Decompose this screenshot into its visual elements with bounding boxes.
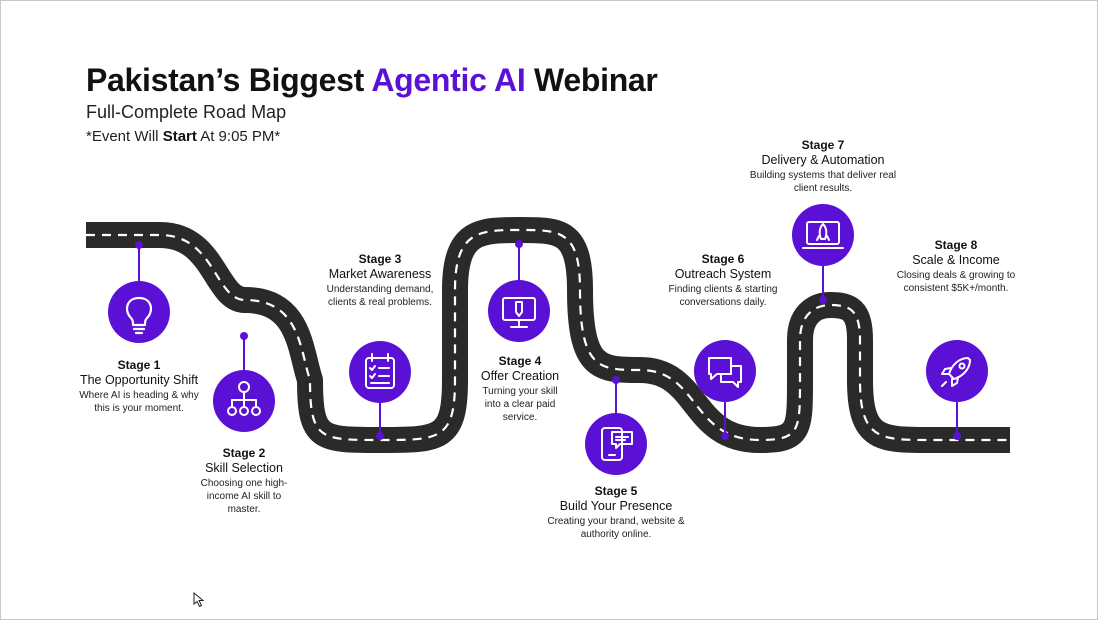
stage-6-text: Stage 6 Outreach System Finding clients … xyxy=(667,252,779,309)
stage-5-label: Stage 5 xyxy=(594,484,638,498)
connector-dot-stage-7 xyxy=(819,296,827,304)
stage-5-name: Build Your Presence xyxy=(559,499,673,513)
hierarchy-icon xyxy=(227,381,261,416)
connector-dot-stage-8 xyxy=(953,432,961,440)
stage-7-label: Stage 7 xyxy=(801,138,845,152)
connector-dot-stage-6 xyxy=(721,432,729,440)
stage-6-name: Outreach System xyxy=(674,267,772,281)
stage-1-name: The Opportunity Shift xyxy=(79,373,199,387)
stage-4-icon-badge xyxy=(488,280,550,342)
stage-6-desc: Finding clients & starting conversations… xyxy=(668,284,778,308)
stage-6-label: Stage 6 xyxy=(701,252,745,266)
title-accent: Agentic AI xyxy=(371,62,526,98)
stage-7-text: Stage 7 Delivery & Automation Building s… xyxy=(742,138,904,195)
stage-4-label: Stage 4 xyxy=(498,354,542,368)
stage-2-label: Stage 2 xyxy=(222,446,266,460)
stage-7-desc: Building systems that deliver real clien… xyxy=(749,170,897,194)
lightbulb-icon xyxy=(125,296,153,335)
stage-2-name: Skill Selection xyxy=(205,461,283,475)
chat-bubbles-icon xyxy=(708,357,742,388)
stage-4-desc: Turning your skill into a clear paid ser… xyxy=(482,386,558,423)
connector-dot-stage-5 xyxy=(612,376,620,384)
stage-4-text: Stage 4 Offer Creation Turning your skil… xyxy=(474,354,566,424)
stage-8-label: Stage 8 xyxy=(934,238,978,252)
stage-3-name: Market Awareness xyxy=(328,267,432,281)
stage-1-desc: Where AI is heading & why this is your m… xyxy=(79,390,199,414)
stage-4-name: Offer Creation xyxy=(480,369,560,383)
event-time-note: *Event Will Start At 9:05 PM* xyxy=(86,128,281,145)
stage-2-desc: Choosing one high-income AI skill to mas… xyxy=(200,478,288,515)
connector-dot-stage-3 xyxy=(376,432,384,440)
page-subtitle: Full-Complete Road Map xyxy=(86,102,287,122)
stage-7-icon-badge xyxy=(792,204,854,266)
rocket-icon xyxy=(941,357,971,387)
stage-8-text: Stage 8 Scale & Income Closing deals & g… xyxy=(896,238,1016,295)
mobile-chat-icon xyxy=(601,427,633,461)
stage-3-icon-badge xyxy=(349,341,411,403)
connector-dot-stage-1 xyxy=(135,241,143,249)
checklist-calendar-icon xyxy=(365,353,395,389)
stage-3-text: Stage 3 Market Awareness Understanding d… xyxy=(320,252,440,309)
stage-2-icon-badge xyxy=(213,370,275,432)
road-center-dashes xyxy=(86,228,1010,442)
stage-5-text: Stage 5 Build Your Presence Creating you… xyxy=(541,484,691,541)
stage-1-text: Stage 1 The Opportunity Shift Where AI i… xyxy=(79,358,199,415)
stage-3-label: Stage 3 xyxy=(358,252,402,266)
page-title: Pakistan’s Biggest Agentic AI Webinar xyxy=(86,62,658,98)
stage-6-icon-badge xyxy=(694,340,756,402)
stage-2-text: Stage 2 Skill Selection Choosing one hig… xyxy=(189,446,299,516)
stage-5-desc: Creating your brand, website & authority… xyxy=(547,516,685,540)
monitor-pen-icon xyxy=(502,297,536,328)
stage-7-name: Delivery & Automation xyxy=(761,153,885,167)
connector-dot-stage-4 xyxy=(515,240,523,248)
stage-5-icon-badge xyxy=(585,413,647,475)
stage-3-desc: Understanding demand, clients & real pro… xyxy=(326,284,434,308)
connector-lines xyxy=(135,240,961,440)
laptop-rocket-icon xyxy=(802,221,844,249)
stage-8-icon-badge xyxy=(926,340,988,402)
stage-8-name: Scale & Income xyxy=(912,253,1000,267)
connector-dot-stage-2 xyxy=(240,332,248,340)
stage-1-label: Stage 1 xyxy=(117,358,161,372)
stage-1-icon-badge xyxy=(108,281,170,343)
stage-8-desc: Closing deals & growing to consistent $5… xyxy=(896,270,1016,294)
mouse-pointer-icon xyxy=(193,592,205,608)
